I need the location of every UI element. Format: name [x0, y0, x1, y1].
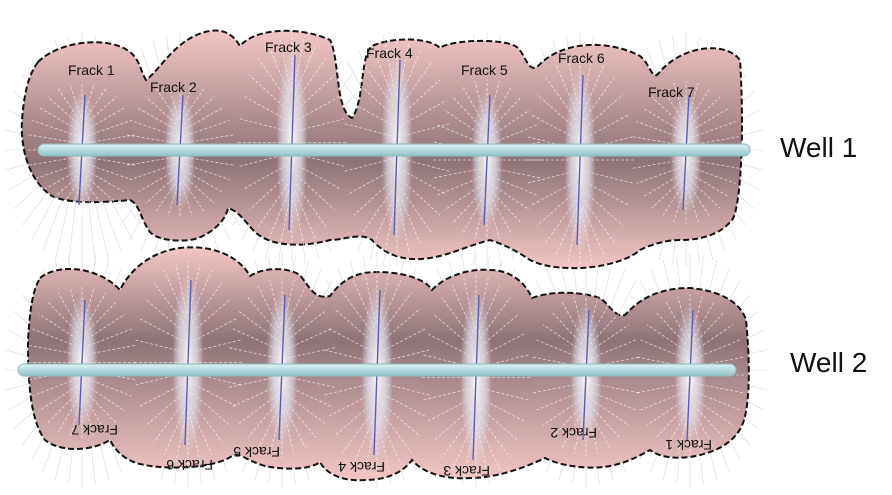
frack-label: Frack 6: [166, 457, 213, 473]
well-2-group: Frack 7 Frack 6 Frack 5 Frack 4 Frack 3 Frack…: [18, 247, 749, 480]
well-1-group: Frack 1 Frack 2 Frack 3 Frack 4 Frack 5 Frack…: [22, 31, 750, 269]
frack-label: Frack 4: [366, 45, 413, 61]
well-1-label: Well 1: [780, 132, 857, 164]
frack-label: Frack 2: [550, 425, 597, 441]
frack-label: Frack 2: [150, 79, 197, 95]
frack-label: Frack 1: [68, 62, 115, 78]
frack-label: Frack 5: [461, 62, 508, 78]
frack-label: Frack 5: [233, 444, 280, 460]
frack-label: Frack 4: [338, 459, 385, 475]
frack-label: Frack 7: [71, 422, 118, 438]
frack-label: Frack 3: [265, 39, 312, 55]
well-2-label: Well 2: [790, 347, 867, 379]
frack-label: Frack 6: [558, 50, 605, 66]
frack-label: Frack 1: [665, 437, 712, 453]
well-1-pipe: [38, 144, 750, 156]
well-2-pipe: [18, 364, 736, 376]
frack-label: Frack 7: [648, 84, 695, 100]
frack-label: Frack 3: [443, 463, 490, 479]
